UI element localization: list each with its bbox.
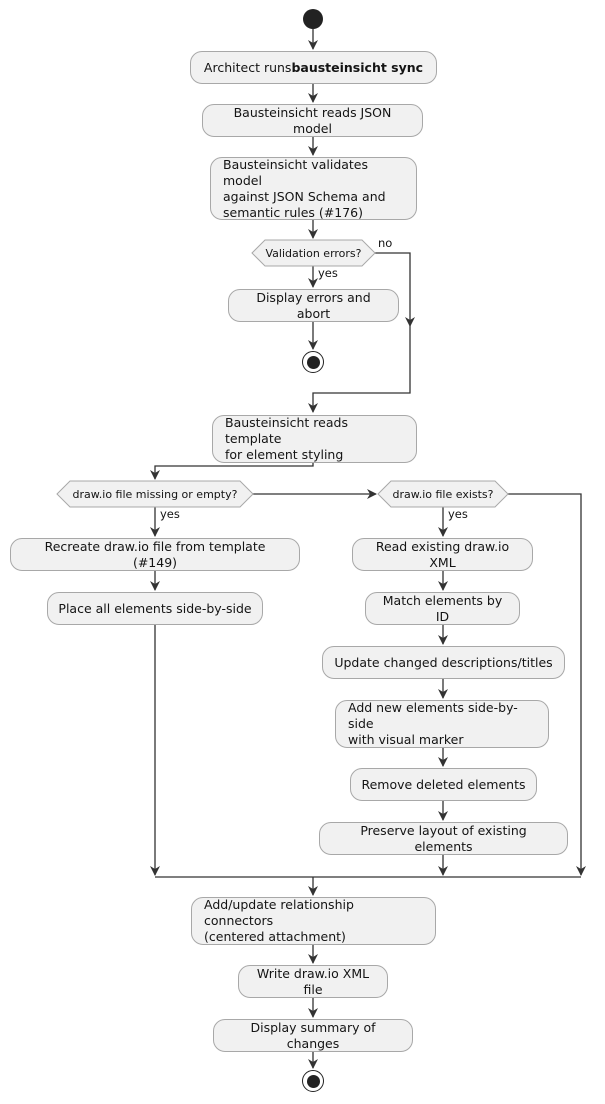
decision-file-missing-shape — [56, 480, 254, 508]
start-node — [303, 9, 323, 29]
edge-label-no-validation: no — [378, 236, 393, 250]
activity-display-errors: Display errors and abort — [228, 289, 399, 322]
activity-remove-deleted: Remove deleted elements — [350, 768, 537, 801]
activity-match-elements: Match elements by ID — [365, 592, 520, 625]
edge-label-yes-missing: yes — [160, 507, 180, 521]
activity-read-template: Bausteinsicht reads template for element… — [212, 415, 417, 463]
edge-no-merge-to-template — [308, 326, 411, 413]
activity-read-existing-xml: Read existing draw.io XML — [352, 538, 533, 571]
decision-file-missing-label: draw.io file missing or empty? — [72, 487, 238, 501]
edge-exists-no-to-join — [508, 493, 586, 876]
activity-read-json-model: Bausteinsicht reads JSON model — [202, 104, 423, 137]
edge-template-to-missing-decision — [150, 463, 314, 480]
end-node-abort — [302, 351, 324, 373]
activity-write-xml: Write draw.io XML file — [238, 965, 388, 998]
decision-validation-errors-shape — [251, 239, 376, 267]
edge-decision-no-down — [375, 252, 415, 327]
activity-preserve-layout: Preserve layout of existing elements — [319, 822, 568, 855]
activity-recreate-file: Recreate draw.io file from template (#14… — [10, 538, 300, 571]
end-node-abort-dot — [306, 355, 320, 369]
end-node-final — [302, 1070, 324, 1092]
activity-architect-runs-command: bausteinsicht sync — [291, 59, 424, 75]
edge-label-yes-validation: yes — [318, 266, 338, 280]
activity-display-summary: Display summary of changes — [213, 1019, 413, 1052]
decision-validation-errors-label: Validation errors? — [265, 246, 362, 260]
activity-architect-runs-text: Architect runs — [203, 59, 292, 75]
activity-architect-runs: Architect runs bausteinsicht sync — [190, 51, 437, 84]
activity-place-elements: Place all elements side-by-side — [47, 592, 263, 625]
edge-label-yes-exists: yes — [448, 507, 468, 521]
end-node-final-dot — [306, 1074, 320, 1088]
activity-add-connectors: Add/update relationship connectors (cent… — [191, 897, 436, 945]
decision-file-exists-label: draw.io file exists? — [392, 487, 494, 501]
activity-update-descriptions: Update changed descriptions/titles — [322, 646, 565, 679]
activity-validate-model: Bausteinsicht validates model against JS… — [210, 157, 417, 220]
activity-add-new-elements: Add new elements side-by-side with visua… — [335, 700, 549, 748]
decision-file-exists-shape — [377, 480, 509, 508]
